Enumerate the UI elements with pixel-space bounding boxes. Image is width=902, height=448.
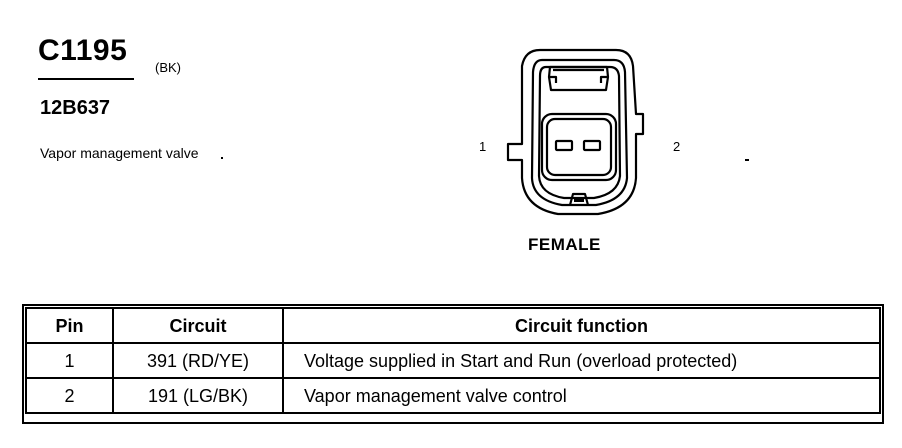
connector-id: C1195 bbox=[38, 34, 128, 67]
row-pin: 2 bbox=[25, 377, 114, 414]
part-number: 12B637 bbox=[40, 97, 111, 119]
locking-tab-step-left bbox=[550, 75, 558, 83]
gender-label: FEMALE bbox=[528, 235, 601, 254]
connector-color: (BK) bbox=[155, 60, 181, 75]
connector-inner-rim bbox=[537, 65, 622, 200]
connector-inner-shell bbox=[530, 58, 629, 207]
connector-id-underline bbox=[38, 78, 134, 80]
header-pin: Pin bbox=[25, 307, 114, 344]
speck-mark bbox=[745, 159, 749, 161]
pin-label-1: 1 bbox=[479, 139, 487, 154]
polarization-key bbox=[568, 192, 590, 206]
terminal-housing-inner bbox=[545, 117, 613, 177]
component-name: Vapor management valve bbox=[40, 145, 199, 161]
row-pin: 1 bbox=[25, 342, 114, 379]
table-row: 2 191 (LG/BK) Vapor management valve con… bbox=[25, 377, 881, 414]
terminal-cavity-1 bbox=[554, 139, 574, 152]
connector-face-diagram bbox=[506, 48, 645, 216]
speck-mark bbox=[221, 157, 223, 159]
row-circuit: 191 (LG/BK) bbox=[112, 377, 284, 414]
terminal-housing bbox=[540, 112, 618, 182]
row-function: Vapor management valve control bbox=[282, 377, 881, 414]
row-function: Voltage supplied in Start and Run (overl… bbox=[282, 342, 881, 379]
row-circuit: 391 (RD/YE) bbox=[112, 342, 284, 379]
terminal-cavity-2 bbox=[582, 139, 602, 152]
table-header-row: Pin Circuit Circuit function bbox=[25, 307, 881, 344]
connector-outer-shell bbox=[506, 48, 645, 216]
table-row: 1 391 (RD/YE) Voltage supplied in Start … bbox=[25, 342, 881, 379]
header-circuit-function: Circuit function bbox=[282, 307, 881, 344]
polarization-key-notch bbox=[574, 198, 584, 202]
locking-tab-step-right bbox=[599, 75, 607, 83]
pinout-table: Pin Circuit Circuit function 1 391 (RD/Y… bbox=[25, 307, 881, 414]
locking-tab bbox=[547, 65, 610, 92]
pin-label-2: 2 bbox=[673, 139, 681, 154]
header-circuit: Circuit bbox=[112, 307, 284, 344]
